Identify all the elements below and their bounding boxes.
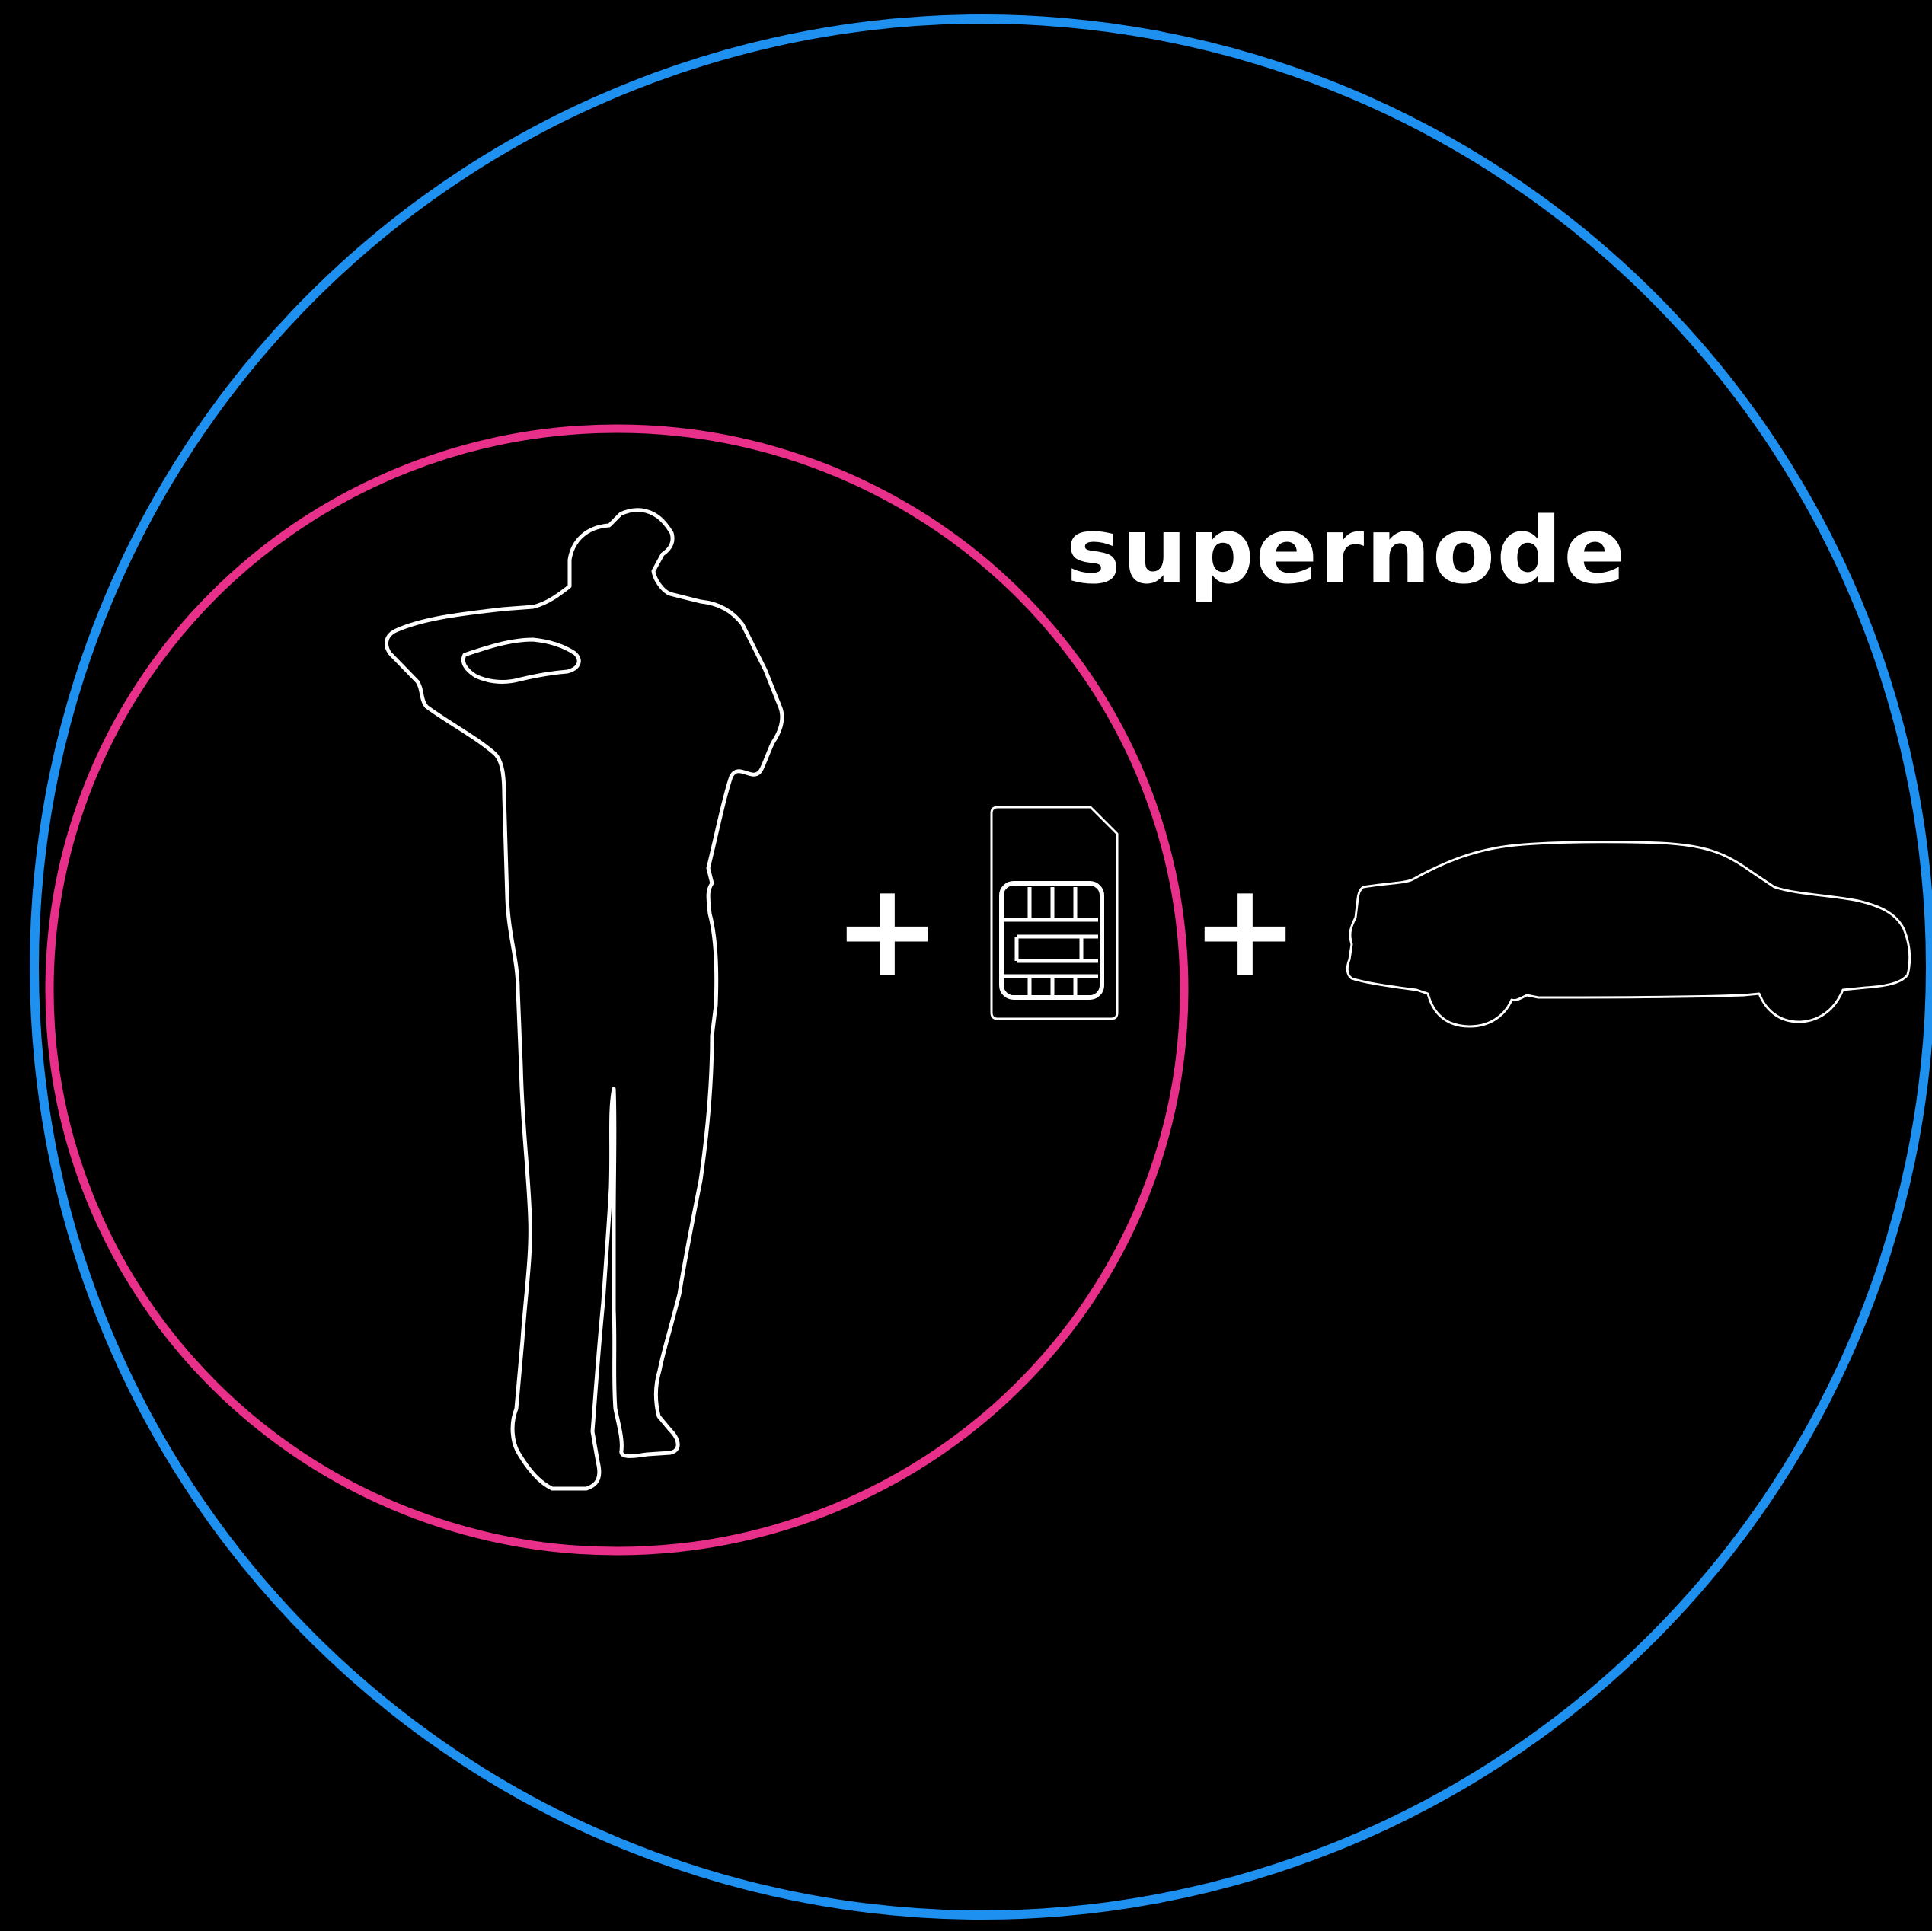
outer-circle	[30, 14, 1932, 1920]
inner-circle	[45, 424, 1189, 1556]
person-silhouette-icon	[385, 508, 784, 1491]
plus-sign-1: +	[833, 855, 941, 1006]
plus-sign-2: +	[1191, 855, 1299, 1006]
sim-card-icon	[990, 806, 1119, 1020]
car-silhouette-icon	[1346, 841, 1911, 1028]
supernode-label: supernode	[1066, 499, 1627, 605]
